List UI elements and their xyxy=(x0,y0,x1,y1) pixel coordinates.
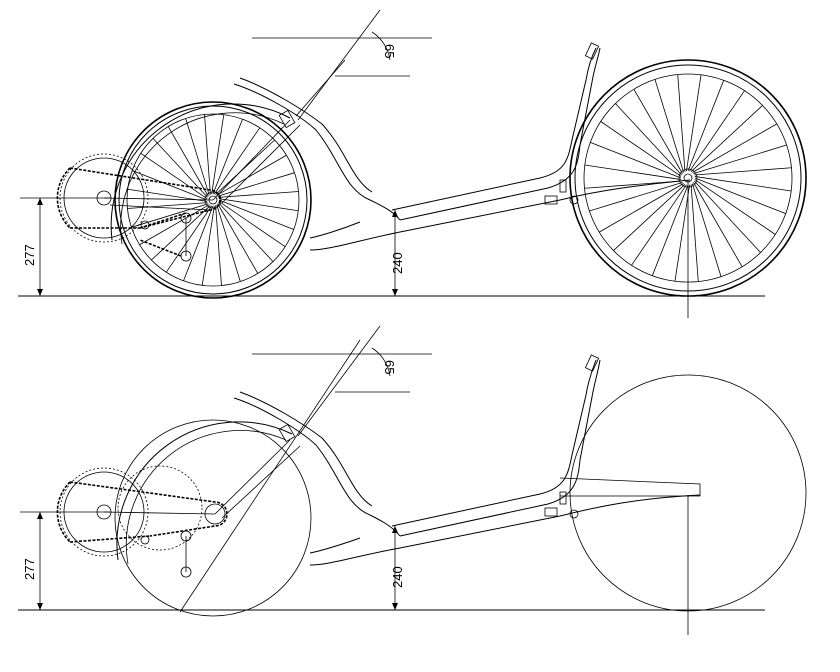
spoke xyxy=(694,176,792,192)
spoke xyxy=(690,105,763,172)
spoke xyxy=(165,205,212,273)
front-wheel xyxy=(569,59,807,297)
spoke xyxy=(217,172,295,197)
spoke xyxy=(589,181,683,212)
spoke xyxy=(692,123,777,173)
spoke xyxy=(651,184,689,276)
spoke xyxy=(183,205,214,281)
rear-fender xyxy=(116,421,293,561)
head-angle-label: 65 xyxy=(382,44,397,58)
spoke xyxy=(600,121,682,177)
spoke xyxy=(615,103,682,176)
spoke xyxy=(686,74,702,172)
spoke xyxy=(218,191,299,198)
spoke xyxy=(689,90,745,172)
spoke xyxy=(693,182,743,267)
spoke xyxy=(687,80,725,172)
bb-height-label: 240 xyxy=(390,566,405,588)
head-angle-dimension: 65 xyxy=(252,325,432,437)
rear-wheel-outline xyxy=(114,419,312,617)
view-top: 65 277 240 xyxy=(18,9,807,318)
front-wheel-outline xyxy=(569,374,807,612)
spoke xyxy=(212,119,243,195)
frame xyxy=(103,42,691,251)
spoke xyxy=(216,204,241,282)
bb-height-label: 240 xyxy=(390,252,405,274)
spoke xyxy=(590,141,682,179)
spoke xyxy=(217,203,259,274)
spoke xyxy=(677,74,686,172)
view-bottom: 65 277 240 xyxy=(18,325,807,635)
spoke xyxy=(654,79,685,173)
spoke xyxy=(167,126,209,197)
bb-height-dimension: 240 xyxy=(390,210,405,296)
spoke xyxy=(694,180,761,253)
spoke xyxy=(131,203,209,228)
spoke xyxy=(693,144,787,175)
spoke xyxy=(185,118,210,196)
spoke xyxy=(694,177,786,215)
spoke xyxy=(132,170,208,201)
rear-wheel xyxy=(114,101,312,299)
spoke xyxy=(690,184,699,282)
spoke xyxy=(613,184,686,251)
head-angle-dimension: 65 xyxy=(252,9,432,121)
spoke xyxy=(584,164,682,180)
rear-fender xyxy=(110,103,291,241)
seat-height-dimension: 277 xyxy=(20,511,110,610)
spoke xyxy=(674,184,690,282)
spoke xyxy=(633,89,683,174)
frame xyxy=(103,354,701,566)
spoke xyxy=(214,127,261,195)
spoke xyxy=(218,202,274,262)
drivetrain xyxy=(56,465,228,578)
spoke xyxy=(218,198,299,212)
seat-height-label: 277 xyxy=(22,244,37,266)
seat-height-dimension: 277 xyxy=(20,197,110,296)
spoke xyxy=(151,205,211,261)
head-angle-label: 65 xyxy=(382,360,397,374)
spoke xyxy=(694,179,776,235)
spoke xyxy=(216,154,287,196)
spoke xyxy=(204,114,211,195)
spoke xyxy=(201,205,215,286)
spoke xyxy=(599,183,684,233)
spoke xyxy=(218,199,294,230)
spoke xyxy=(140,152,208,199)
spoke xyxy=(694,167,792,176)
spoke xyxy=(211,114,225,195)
spoke xyxy=(139,204,210,246)
spoke xyxy=(215,139,275,195)
seat-height-label: 277 xyxy=(22,558,37,580)
spoke xyxy=(691,183,722,277)
spoke xyxy=(215,205,222,286)
spoke xyxy=(631,184,687,266)
spoke xyxy=(127,202,208,209)
spoke xyxy=(218,201,286,248)
bb-height-dimension: 240 xyxy=(390,526,405,610)
spoke xyxy=(152,138,208,198)
